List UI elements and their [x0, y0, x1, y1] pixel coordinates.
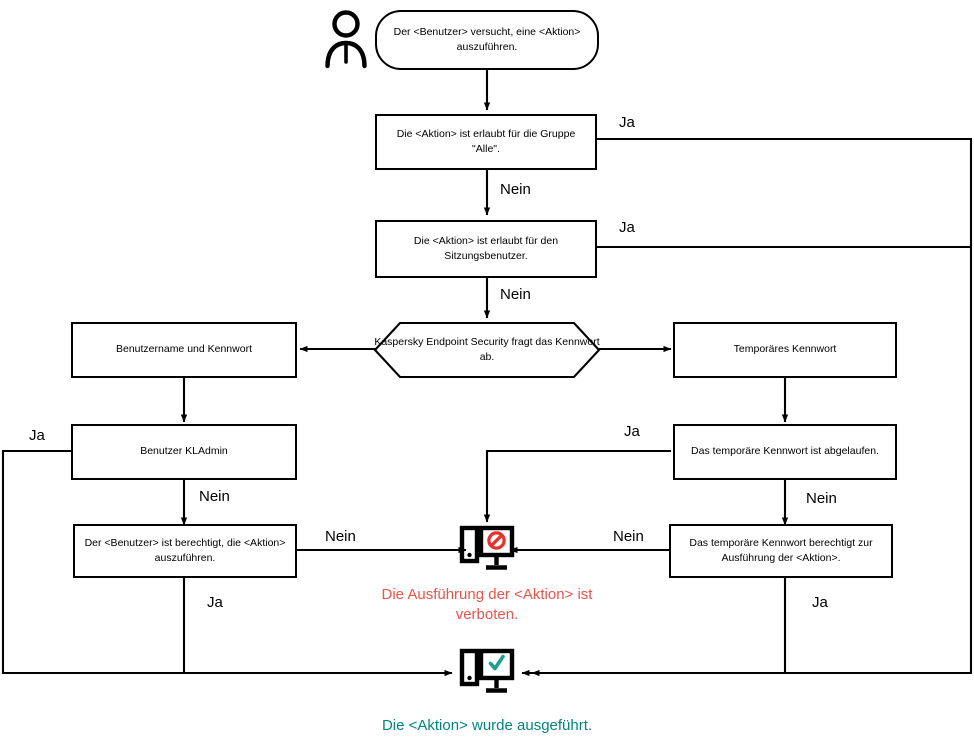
node-user-authorized-label: Der <Benutzer> ist berechtigt, die <Akti… — [84, 536, 286, 564]
edge-label-kladmin-yes: Ja — [29, 427, 45, 444]
node-temp-password-expired-label: Das temporäre Kennwort ist abgelaufen. — [691, 445, 879, 458]
edge-label-user-authorized-no: Nein — [325, 528, 356, 545]
node-start-label: Der <Benutzer> versucht, eine <Aktion> a… — [393, 25, 581, 53]
edge-label-temp-expired-yes: Ja — [624, 423, 640, 440]
edge-label-kladmin-no: Nein — [199, 488, 230, 505]
node-temporary-password-label: Temporäres Kennwort — [733, 343, 837, 356]
edge-temp-authorizes-yes — [521, 578, 787, 677]
edge-label-temp-authorizes-no: Nein — [613, 528, 644, 545]
node-user-kladmin-label: Benutzer KLAdmin — [140, 445, 228, 458]
caption-denied: Die Ausführung der <Aktion> ist verboten… — [381, 586, 593, 624]
node-user-authorized[interactable]: Der <Benutzer> ist berechtigt, die <Akti… — [73, 524, 297, 578]
monitor-check-icon — [459, 648, 515, 693]
node-decision-group-all-label: Die <Aktion> ist erlaubt für die Gruppe … — [396, 127, 576, 155]
node-decision-session-user-label: Die <Aktion> ist erlaubt für den Sitzung… — [413, 234, 559, 262]
node-username-password-label: Benutzername und Kennwort — [115, 343, 252, 356]
node-decision-session-user[interactable]: Die <Aktion> ist erlaubt für den Sitzung… — [375, 220, 597, 278]
edge-label-temp-authorizes-yes: Ja — [812, 594, 828, 611]
node-temp-password-expired[interactable]: Das temporäre Kennwort ist abgelaufen. — [673, 424, 897, 480]
edge-label-group-all-yes: Ja — [619, 114, 635, 131]
edge-kladmin-yes — [1, 449, 453, 677]
edge-temp-expired-yes — [483, 449, 671, 523]
edge-label-session-user-yes: Ja — [619, 219, 635, 236]
node-start[interactable]: Der <Benutzer> versucht, eine <Aktion> a… — [375, 10, 599, 70]
node-decision-group-all[interactable]: Die <Aktion> ist erlaubt für die Gruppe … — [375, 114, 597, 170]
person-icon — [325, 10, 367, 69]
edge-label-temp-expired-no: Nein — [806, 490, 837, 507]
hexagon-shape — [373, 321, 601, 379]
node-user-kladmin[interactable]: Benutzer KLAdmin — [71, 424, 297, 480]
caption-allowed: Die <Aktion> wurde ausgeführt. — [381, 717, 593, 734]
node-temporary-password[interactable]: Temporäres Kennwort — [673, 322, 897, 378]
node-password-prompt-label: Kaspersky Endpoint Security fragt das Ke… — [374, 335, 600, 363]
node-password-prompt[interactable]: Kaspersky Endpoint Security fragt das Ke… — [373, 321, 601, 379]
node-username-password[interactable]: Benutzername und Kennwort — [71, 322, 297, 378]
node-temp-password-authorizes[interactable]: Das temporäre Kennwort berechtigt zur Au… — [669, 524, 893, 578]
edge-label-group-all-no: Nein — [500, 181, 531, 198]
edge-label-user-authorized-yes: Ja — [207, 594, 223, 611]
edge-label-session-user-no: Nein — [500, 286, 531, 303]
monitor-forbidden-icon — [459, 525, 515, 570]
node-temp-password-authorizes-label: Das temporäre Kennwort berechtigt zur Au… — [689, 536, 873, 564]
